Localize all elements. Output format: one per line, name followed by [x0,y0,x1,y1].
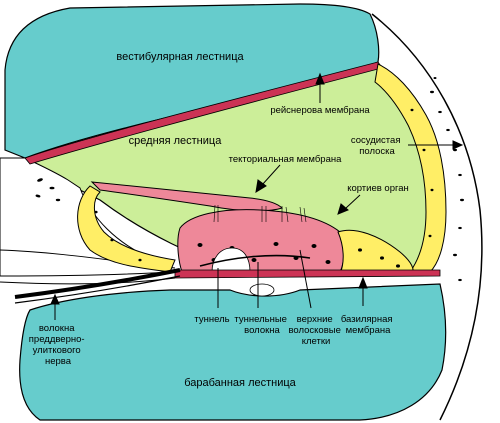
cochlear-wall [371,13,483,421]
label-tunnel: туннель [194,314,229,325]
label-stria-line-2: полоска [359,146,395,157]
basilar-membrane [174,269,441,279]
label-hair-cells: верхние волосковые клетки [288,314,343,347]
label-hair-cells-1: верхние [297,314,333,325]
stereocilia [213,204,307,223]
tunnel-fibers-line [199,254,311,267]
spiral-ligament-dots [430,77,464,282]
label-tunnel-fibers-2: волокна [244,325,280,336]
label-tunnel-fibers: туннельные волокна [234,314,289,336]
label-hair-cells-2: волосковые [288,325,340,336]
label-nerve-fibers: волокна преддверно- улиткового нерва [29,323,87,367]
label-nerve-2: преддверно- [29,334,85,345]
spiral-vessel [249,283,275,297]
label-nerve-3: улиткового [33,345,81,356]
label-organ-of-corti: кортиев орган [347,183,409,194]
label-basilar-membrane: базилярная мембрана [341,314,395,336]
leader-lines [50,72,464,320]
label-scala-tympani: барабанная лестница [184,377,296,389]
label-nerve-4: нерва [45,356,72,367]
label-nerve-1: волокна [39,323,75,334]
label-stria-line-1: сосудистая [351,135,401,146]
cochlear-nerve-fibers-2 [14,275,181,304]
cochlear-nerve-fibers [14,268,181,299]
spiral-lamina-lower [0,277,176,285]
label-reissner-membrane: рейснерова мембрана [270,105,370,116]
limbus-dots [35,178,61,202]
label-stria-vascularis: сосудистая полоска [351,135,403,157]
label-tectorial-membrane: текториальная мембрана [229,154,342,165]
label-basilar-1: базилярная [341,314,393,325]
label-tunnel-fibers-1: туннельные [234,314,287,325]
label-hair-cells-3: клетки [302,336,331,347]
scala-tympani-region [19,283,447,421]
label-scala-media: средняя лестница [129,135,223,147]
supporting-cells [337,229,414,275]
label-basilar-2: мембрана [346,325,391,336]
label-scala-vestibuli: вестибулярная лестница [116,51,244,63]
